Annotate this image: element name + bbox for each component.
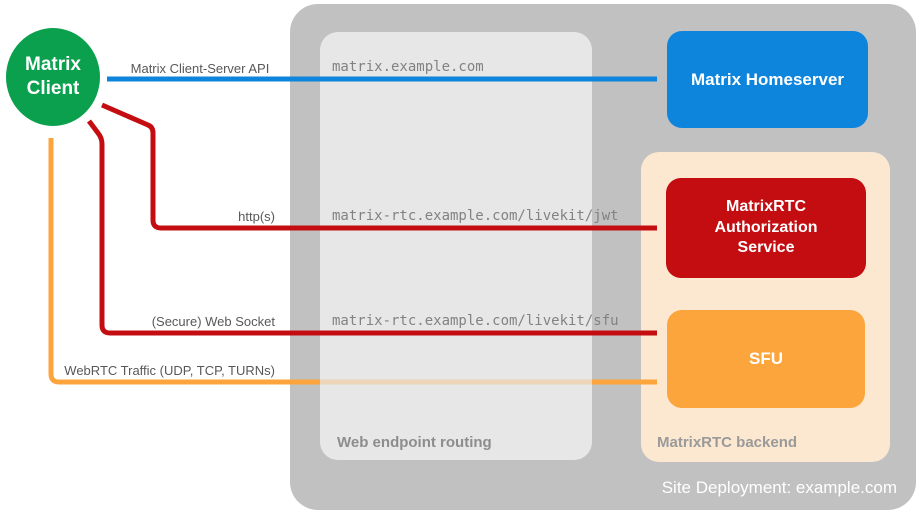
endpoint-livekit-jwt: matrix-rtc.example.com/livekit/jwt [332, 208, 619, 224]
matrix-homeserver-node: Matrix Homeserver [667, 31, 868, 128]
endpoint-matrix-example-com: matrix.example.com [332, 59, 484, 75]
matrixrtc-authorization-service-node: MatrixRTC Authorization Service [666, 178, 866, 278]
webrtc-traffic-label: WebRTC Traffic (UDP, TCP, TURNs) [64, 363, 275, 378]
endpoint-livekit-sfu: matrix-rtc.example.com/livekit/sfu [332, 313, 619, 329]
matrixrtc-backend-label: MatrixRTC backend [657, 434, 798, 451]
matrix-client-node: Matrix Client [6, 28, 100, 126]
http-label: http(s) [238, 209, 275, 224]
sfu-node: SFU [667, 310, 865, 408]
site-deployment-label: Site Deployment: example.com [661, 478, 897, 497]
web-endpoint-routing-container [320, 32, 592, 460]
web-endpoint-routing-label: Web endpoint routing [337, 434, 492, 451]
webrtc-traffic-arrow-start [48, 138, 320, 385]
client-server-api-label: Matrix Client-Server API [130, 61, 270, 76]
websocket-label: (Secure) Web Socket [151, 314, 275, 329]
